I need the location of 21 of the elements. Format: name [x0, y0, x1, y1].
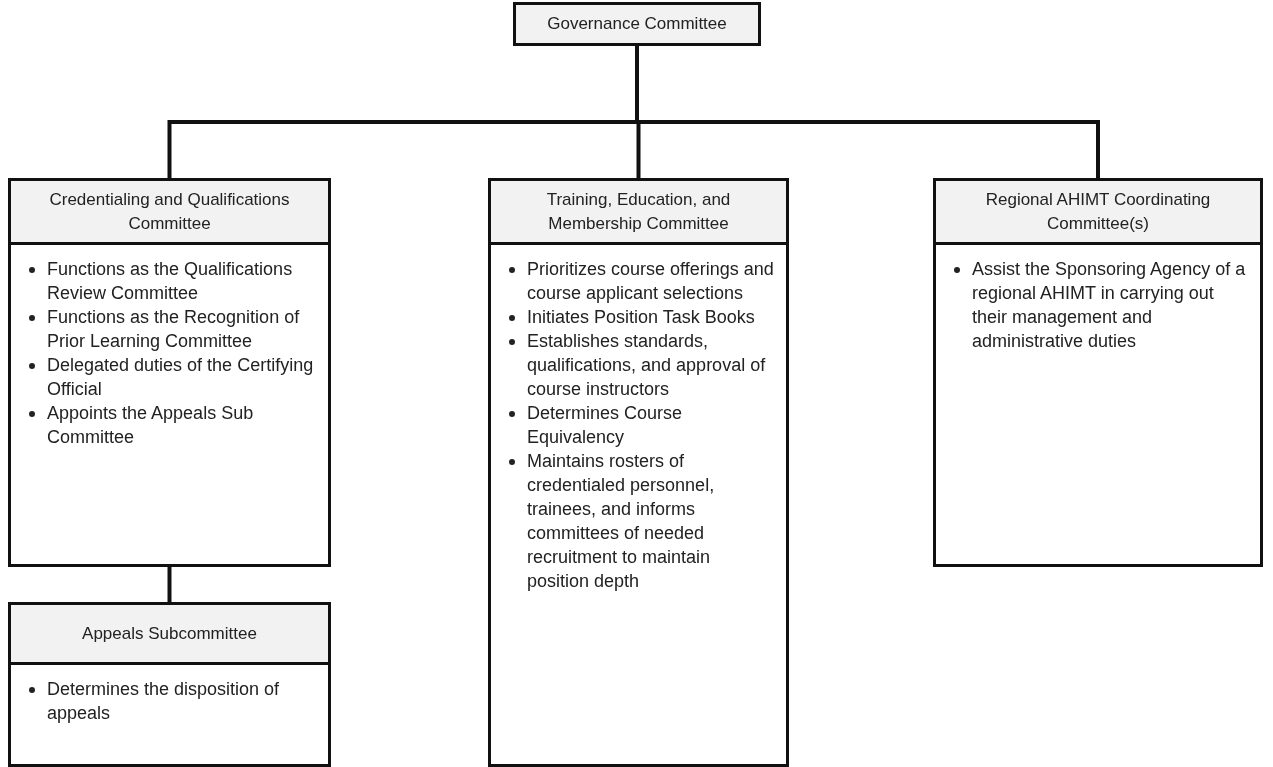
bullet-item: Initiates Position Task Books — [505, 305, 774, 329]
bullet-item: Functions as the Recognition of Prior Learning Committee — [25, 305, 316, 353]
committee-heading: Governance Committee — [516, 5, 758, 43]
bullet-item: Prioritizes course offerings and course applicant selections — [505, 257, 774, 305]
committee-box — [488, 178, 789, 767]
committee-box — [8, 178, 331, 567]
committee-heading: Credentialing and Qualifications Committee — [11, 181, 328, 245]
bullet-item: Establishes standards, qualifications, and approval of course instructors — [505, 329, 774, 401]
bullet-item: Determines the disposition of appeals — [25, 677, 316, 725]
connector-line — [167, 567, 172, 602]
bullet-item: Delegated duties of the Certifying Official — [25, 353, 316, 401]
committee-heading: Appeals Subcommittee — [11, 605, 328, 665]
committee-heading: Training, Education, and Membership Committee — [491, 181, 786, 245]
bullet-item: Maintains rosters of credentialed personnel, trainees, and informs committees of needed recruitment to maintain position depth — [505, 449, 774, 593]
bullet-item: Functions as the Qualifications Review Committee — [25, 257, 316, 305]
committee-box — [8, 602, 331, 767]
bullet-item: Assist the Sponsoring Agency of a regional AHIMT in carrying out their management and administrative duties — [950, 257, 1248, 353]
bullet-item: Determines Course Equivalency — [505, 401, 774, 449]
bullet-item: Appoints the Appeals Sub Committee — [25, 401, 316, 449]
committee-box — [933, 178, 1263, 567]
committee-heading: Regional AHIMT Coordinating Committee(s) — [936, 181, 1260, 245]
